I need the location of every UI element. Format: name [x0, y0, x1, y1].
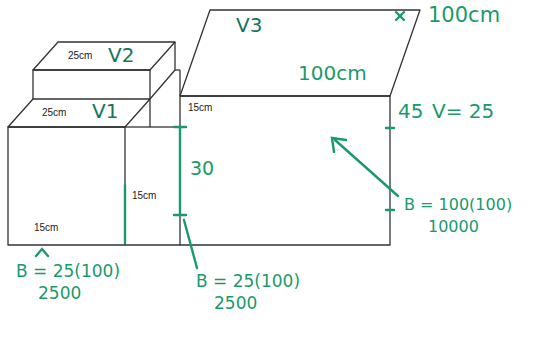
- base-area-note: B = 25(100): [16, 262, 120, 281]
- volume-name: V2: [108, 44, 134, 66]
- dimension-note: 100cm: [298, 62, 367, 84]
- pointer-caret: [36, 249, 48, 256]
- dimension-label: 15cm: [132, 190, 156, 201]
- block-face: [180, 96, 390, 245]
- base-area-note: B = 25(100): [196, 272, 300, 291]
- height-bracket: [174, 126, 186, 128]
- height-mark: [386, 127, 394, 129]
- scribble-mark: [396, 12, 404, 20]
- dimension-note: 100cm: [428, 4, 500, 27]
- dimension-note: 30: [190, 158, 214, 179]
- block-edge: [125, 244, 180, 245]
- volume-name: V1: [92, 100, 118, 122]
- dimension-label: 15cm: [34, 222, 58, 233]
- leader-line: [184, 220, 197, 268]
- block-top: [8, 99, 150, 127]
- block-top: [180, 10, 420, 96]
- base-area-note: 2500: [214, 294, 257, 313]
- dimension-label: 15cm: [188, 102, 212, 113]
- block-edge: [149, 99, 150, 127]
- base-area-note: B = 100(100): [404, 196, 512, 214]
- dimension-note: 45: [398, 100, 423, 122]
- scribble-mark: [396, 12, 404, 20]
- block-top: [33, 42, 175, 70]
- dimension-label: 25cm: [68, 50, 92, 61]
- block-edge: [150, 42, 175, 99]
- height-bracket: [179, 127, 181, 215]
- leader-line: [335, 140, 398, 196]
- base-area-note: 2500: [38, 284, 81, 303]
- block-face: [8, 127, 125, 245]
- pointer-caret: [332, 138, 346, 152]
- height-mark: [386, 209, 394, 211]
- block-edge: [175, 69, 180, 70]
- dimension-label: 25cm: [42, 107, 66, 118]
- block-face: [33, 70, 150, 99]
- height-mark: [124, 185, 126, 243]
- block-edge: [125, 126, 150, 127]
- volume-name: V3: [236, 14, 262, 36]
- volume-note: V= 25: [432, 100, 494, 122]
- block-edge: [179, 70, 180, 96]
- base-area-note: 10000: [428, 218, 479, 236]
- height-bracket: [174, 214, 186, 216]
